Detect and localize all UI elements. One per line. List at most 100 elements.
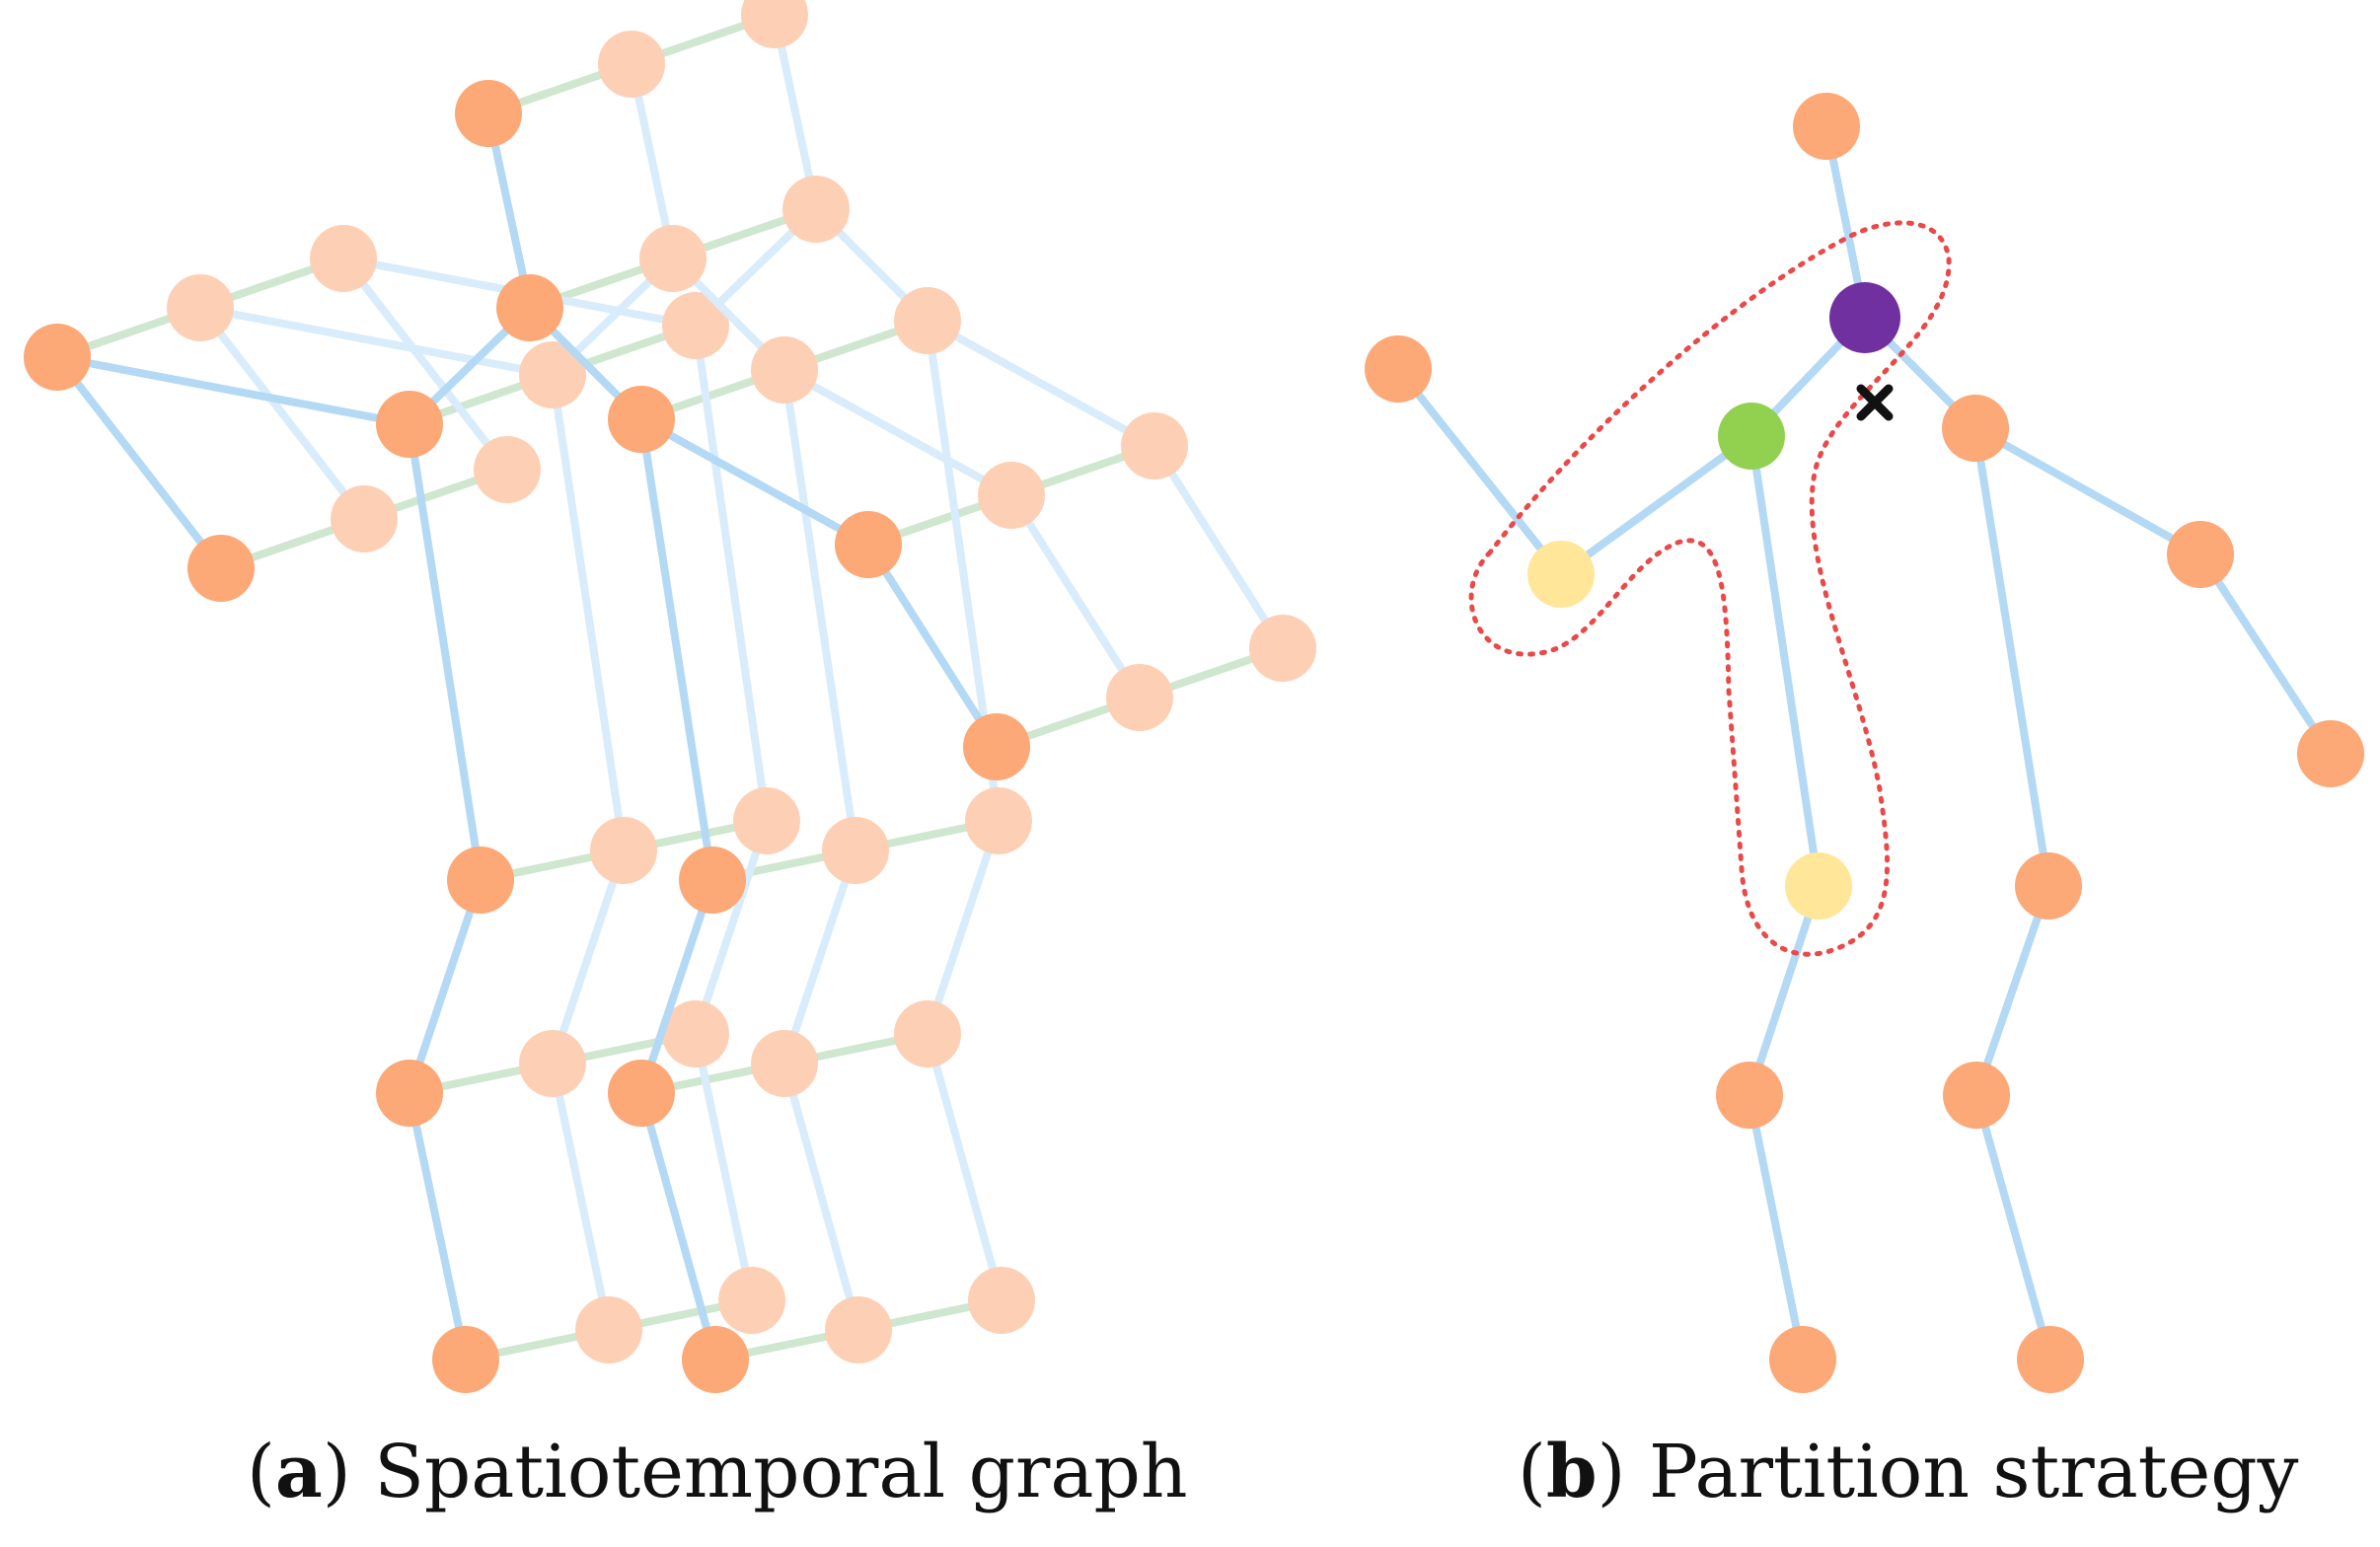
bone	[2196, 551, 2335, 758]
joint	[1943, 1062, 2010, 1129]
joint	[741, 0, 808, 48]
joint	[963, 713, 1030, 780]
bone	[864, 541, 1001, 751]
joint	[376, 1060, 443, 1127]
cross-mark-stroke	[1856, 384, 1894, 421]
current-frame	[24, 80, 1030, 1393]
bone	[781, 847, 859, 1068]
joint	[1716, 1062, 1783, 1129]
joint	[608, 386, 675, 453]
neighbor-node	[1527, 541, 1595, 608]
bone	[924, 817, 1003, 1038]
caption-a: (a) Spatiotemporal graph	[247, 1430, 1188, 1514]
bone	[406, 420, 484, 884]
bone	[692, 1030, 756, 1304]
joint	[1249, 615, 1316, 682]
joint	[894, 1000, 961, 1068]
bone	[1394, 365, 1565, 578]
bone	[637, 876, 716, 1097]
joint	[679, 847, 746, 914]
joint	[751, 336, 818, 404]
bone	[53, 353, 413, 428]
joint	[455, 80, 522, 147]
joint	[1121, 412, 1188, 479]
joint	[825, 1296, 892, 1363]
joint	[167, 274, 234, 341]
temporal-links	[53, 11, 1287, 1363]
joint	[331, 485, 398, 552]
joint	[590, 817, 657, 884]
bone	[1557, 432, 1755, 578]
joint	[968, 1267, 1035, 1334]
bone	[924, 317, 1158, 450]
bone	[53, 353, 225, 572]
bone	[406, 1089, 470, 1363]
bone	[1972, 1091, 2054, 1363]
neighbor-node	[1785, 852, 1852, 920]
joint	[2015, 852, 2082, 920]
joint	[474, 436, 541, 503]
bone	[1746, 1091, 1807, 1363]
centripetal-node	[1718, 403, 1785, 470]
bone	[406, 876, 484, 1097]
bone	[637, 415, 872, 549]
joint	[733, 787, 800, 854]
bone	[637, 415, 716, 884]
joint	[575, 1296, 642, 1363]
bone	[781, 366, 859, 854]
joint	[718, 1267, 785, 1334]
joint	[822, 817, 889, 884]
past-frame-1	[167, 31, 1173, 1363]
joint	[1106, 664, 1173, 731]
bone	[692, 322, 771, 825]
joint	[496, 274, 563, 341]
bone	[549, 371, 628, 854]
bone	[549, 1060, 613, 1334]
bone	[1971, 424, 2204, 558]
past-frames	[167, 0, 1316, 1363]
panel-b-partition-strategy	[1365, 93, 2364, 1393]
joint	[447, 847, 514, 914]
caption-b: (b) Partition strategy	[1518, 1430, 2299, 1514]
caption-b-text: Partition strategy	[1649, 1430, 2299, 1514]
past-frame-2	[310, 0, 1316, 1334]
joint	[751, 1030, 818, 1097]
joint	[598, 31, 665, 98]
panel-a-spatiotemporal-graph	[24, 0, 1316, 1393]
bone	[196, 304, 557, 379]
joint	[1365, 335, 1432, 403]
joint	[1769, 1326, 1836, 1393]
joint	[835, 511, 902, 578]
bone	[549, 847, 628, 1068]
joint	[965, 787, 1032, 854]
joint	[2167, 521, 2234, 588]
joint	[2017, 1326, 2084, 1393]
partition-outline	[1468, 220, 1952, 957]
joint	[187, 535, 255, 602]
root-node	[1829, 282, 1900, 353]
caption-a-text: Spatiotemporal graph	[374, 1430, 1188, 1514]
joint	[782, 176, 850, 243]
joint	[24, 324, 91, 391]
caption-a-letter: a	[274, 1430, 323, 1514]
caption-b-letter: b	[1545, 1430, 1598, 1514]
joint	[519, 1030, 586, 1097]
cross-mark-icon	[1856, 384, 1894, 421]
bone	[1972, 882, 2052, 1099]
joint	[376, 391, 443, 458]
joint	[608, 1060, 675, 1127]
bone	[1971, 424, 2052, 890]
joint	[662, 1000, 729, 1068]
bone	[781, 1060, 862, 1334]
bone	[692, 817, 771, 1038]
joint	[310, 225, 377, 292]
joint	[519, 341, 586, 408]
bone	[637, 1089, 719, 1363]
joint	[1942, 395, 2009, 462]
bone	[781, 366, 1015, 499]
joint	[894, 287, 961, 354]
bone	[1748, 432, 1822, 890]
bone	[1007, 491, 1144, 701]
bone	[924, 1030, 1005, 1304]
joint	[432, 1326, 499, 1393]
